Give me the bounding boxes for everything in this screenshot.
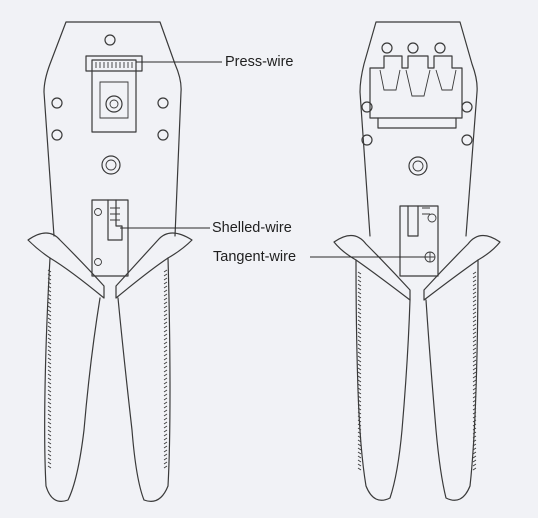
left-press-wire-die: [85, 55, 143, 133]
left-handle-left: [44, 257, 101, 502]
right-jaw-right: [423, 234, 501, 301]
shelled-wire-label: Shelled-wire: [212, 220, 292, 236]
left-crimper-head: [43, 21, 182, 237]
left-blade-assembly: [91, 199, 129, 277]
right-blade-assembly: [399, 205, 439, 277]
right-screws: [361, 42, 473, 146]
right-crimper: [333, 21, 501, 501]
left-handle-right: [117, 257, 171, 502]
right-press-wire-die: [369, 55, 463, 129]
left-screws: [51, 34, 169, 141]
left-jaw-right: [115, 232, 193, 299]
right-handle-left: [355, 259, 411, 501]
left-jaw-left: [27, 232, 105, 299]
press-wire-label: Press-wire: [225, 54, 294, 70]
right-handle-right: [425, 259, 479, 501]
right-crimper-head: [359, 21, 478, 237]
left-pivot: [101, 155, 121, 175]
right-pivot: [408, 156, 428, 176]
left-crimper: [27, 21, 193, 502]
tangent-wire-label: Tangent-wire: [213, 249, 297, 265]
right-jaw-left: [333, 234, 411, 301]
